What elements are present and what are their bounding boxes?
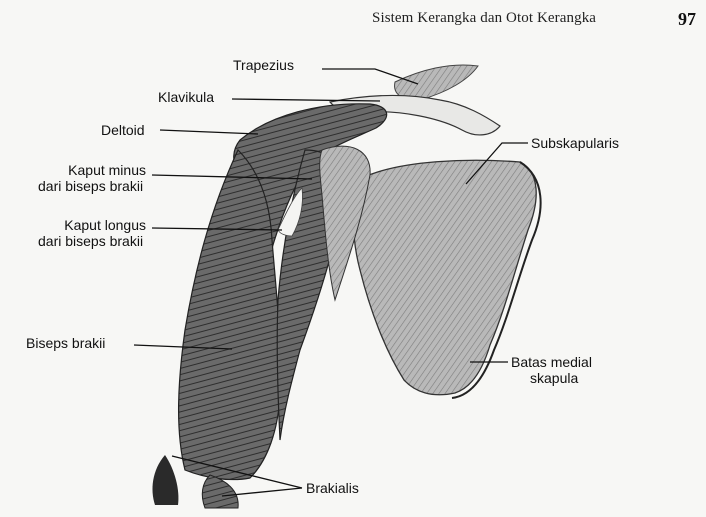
biceps-muscle xyxy=(179,150,281,480)
label-kaput-minus-line2: dari biseps brakii xyxy=(38,179,143,194)
trapezius-muscle xyxy=(395,65,478,100)
label-batas-medial-line2: skapula xyxy=(530,371,578,386)
label-kaput-longus-line2: dari biseps brakii xyxy=(38,234,143,249)
leader-deltoid xyxy=(160,130,258,134)
label-kaput-longus-line1: Kaput longus xyxy=(38,218,146,233)
label-deltoid: Deltoid xyxy=(101,123,145,138)
brachialis-muscle xyxy=(152,455,178,505)
label-batas-medial-line1: Batas medial xyxy=(511,355,592,370)
label-klavikula: Klavikula xyxy=(158,90,214,105)
label-trapezius: Trapezius xyxy=(233,58,294,73)
label-brakialis: Brakialis xyxy=(306,481,359,496)
label-biseps-brakii: Biseps brakii xyxy=(26,336,105,351)
label-subskapularis: Subskapularis xyxy=(531,136,619,151)
scapula-subscapularis xyxy=(354,160,537,394)
label-kaput-minus-line1: Kaput minus xyxy=(38,163,146,178)
